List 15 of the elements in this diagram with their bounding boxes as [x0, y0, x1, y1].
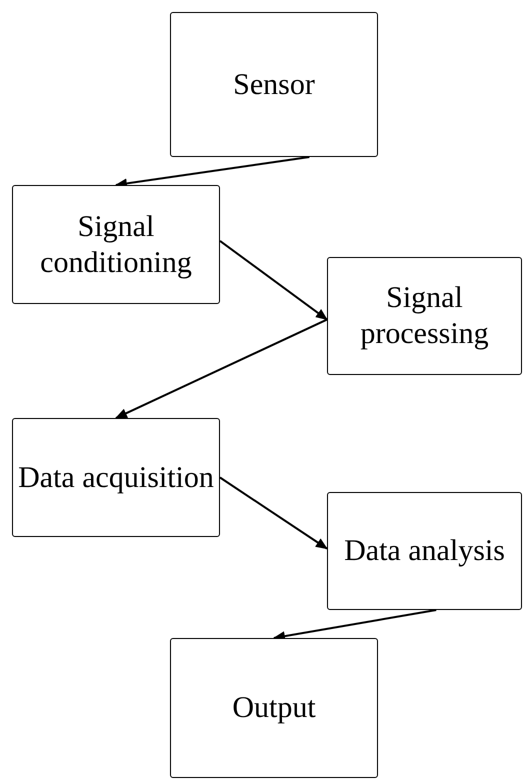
box-label: Signal conditioning [39, 208, 193, 280]
box-label: Sensor [233, 66, 315, 102]
arrow [115, 318, 328, 419]
arrow [219, 476, 328, 550]
process-box [170, 638, 378, 778]
process-box [12, 185, 220, 304]
process-box [12, 418, 220, 537]
process-box [170, 12, 378, 157]
box-label: Data acquisition [18, 460, 214, 496]
box-label: Output [232, 690, 316, 726]
process-box [327, 492, 522, 610]
box-label: Signal processing [359, 280, 490, 352]
process-box [327, 257, 522, 375]
arrow [219, 240, 328, 320]
box-label: Data analysis [344, 533, 505, 569]
